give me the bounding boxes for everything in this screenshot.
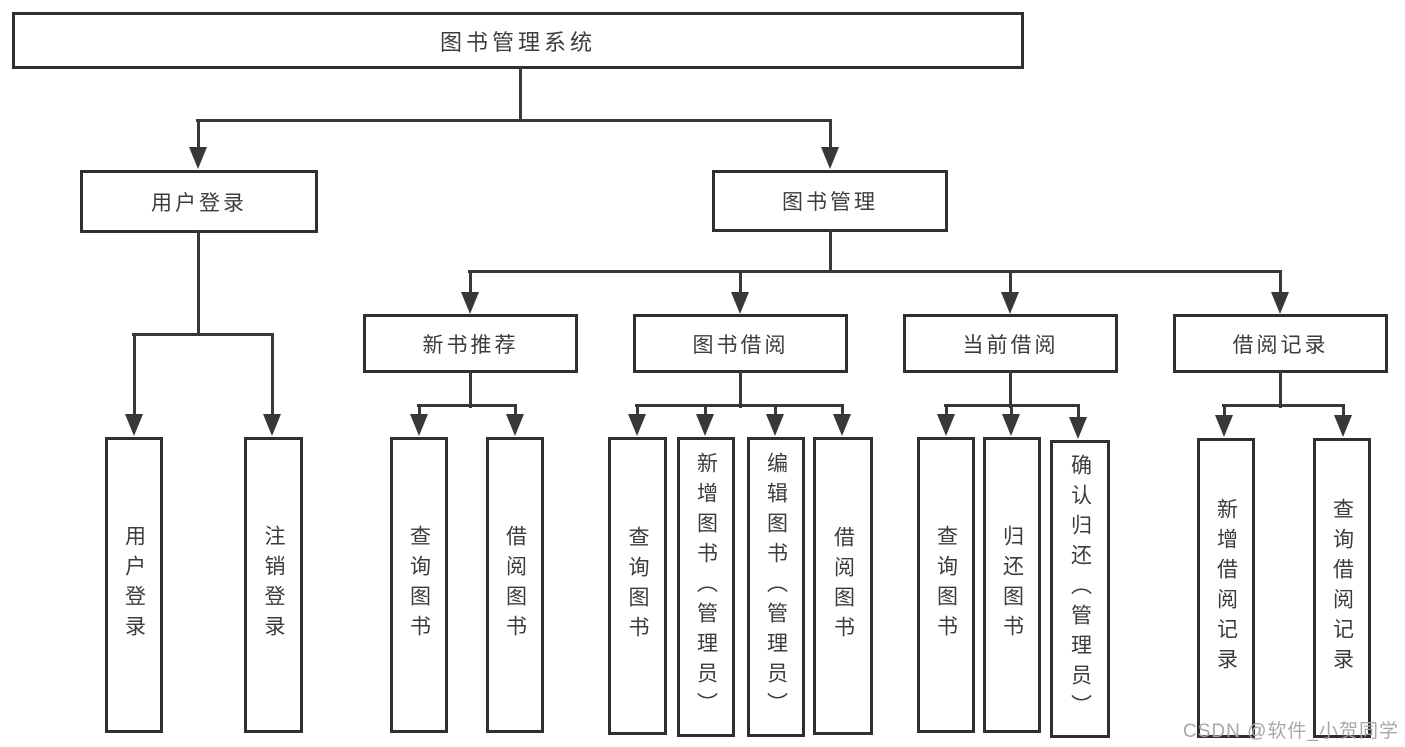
- arrow-down-icon: [696, 405, 714, 436]
- leaf-borrow-query-book: 查询图书: [608, 437, 667, 735]
- leaf-current-return-book-label: 归还图书: [1000, 525, 1024, 645]
- leaf-user-login: 用户登录: [105, 437, 163, 733]
- node-new-book-recommend: 新书推荐: [363, 314, 578, 373]
- connector-vline: [739, 371, 742, 408]
- arrow-down-icon: [1069, 405, 1087, 439]
- connector-vline: [829, 230, 832, 273]
- arrow-down-icon: [461, 271, 479, 314]
- arrow-down-icon: [766, 405, 784, 436]
- watermark: CSDN @软件_小贺同学: [1183, 721, 1399, 742]
- leaf-newbook-borrow-book: 借阅图书: [486, 437, 544, 733]
- connector-hline: [468, 270, 1282, 273]
- arrow-down-icon: [125, 334, 143, 436]
- node-borrow-record-label: 借阅记录: [1232, 333, 1329, 357]
- node-book-borrow: 图书借阅: [633, 314, 848, 373]
- leaf-newbook-query-book-label: 查询图书: [407, 525, 431, 645]
- arrow-down-icon: [410, 405, 428, 436]
- node-current-borrow: 当前借阅: [903, 314, 1118, 373]
- connector-vline: [469, 371, 472, 408]
- arrow-down-icon: [1334, 405, 1352, 437]
- arrow-down-icon: [821, 120, 839, 169]
- connector-vline: [519, 67, 522, 122]
- arrow-down-icon: [628, 405, 646, 436]
- connector-hline: [417, 404, 517, 407]
- leaf-current-confirm-return-label: 确认归还（管理员）: [1068, 454, 1092, 724]
- node-current-borrow-label: 当前借阅: [962, 333, 1059, 357]
- leaf-record-add: 新增借阅记录: [1197, 438, 1255, 738]
- arrow-down-icon: [833, 405, 851, 436]
- arrow-down-icon: [189, 120, 207, 169]
- arrow-down-icon: [937, 405, 955, 436]
- arrow-down-icon: [1002, 405, 1020, 436]
- leaf-user-login-label: 用户登录: [122, 525, 146, 645]
- node-book-borrow-label: 图书借阅: [692, 333, 789, 357]
- connector-hline: [1222, 404, 1345, 407]
- leaf-current-query-book: 查询图书: [917, 437, 975, 733]
- leaf-logout-label: 注销登录: [262, 525, 285, 645]
- arrow-down-icon: [1271, 271, 1289, 314]
- leaf-borrow-borrow-book: 借阅图书: [813, 437, 873, 735]
- connector-vline: [1279, 371, 1282, 408]
- connector-vline: [197, 231, 200, 336]
- node-new-book-recommend-label: 新书推荐: [422, 333, 519, 357]
- node-root: 图书管理系统: [12, 12, 1024, 69]
- leaf-current-return-book: 归还图书: [983, 437, 1041, 733]
- leaf-record-add-label: 新增借阅记录: [1214, 498, 1238, 678]
- arrow-down-icon: [1215, 405, 1233, 437]
- leaf-logout: 注销登录: [244, 437, 303, 733]
- leaf-borrow-add-book: 新增图书（管理员）: [677, 437, 735, 737]
- node-user-login: 用户登录: [80, 170, 318, 233]
- connector-hline: [196, 119, 832, 122]
- leaf-record-query-label: 查询借阅记录: [1330, 498, 1354, 678]
- leaf-borrow-add-book-label: 新增图书（管理员）: [694, 452, 718, 722]
- node-book-management-label: 图书管理: [782, 191, 878, 214]
- leaf-borrow-edit-book-label: 编辑图书（管理员）: [764, 452, 788, 722]
- leaf-borrow-edit-book: 编辑图书（管理员）: [747, 437, 805, 737]
- node-borrow-record: 借阅记录: [1173, 314, 1388, 373]
- arrow-down-icon: [506, 405, 524, 436]
- leaf-newbook-query-book: 查询图书: [390, 437, 448, 733]
- leaf-newbook-borrow-book-label: 借阅图书: [503, 525, 527, 645]
- connector-hline: [635, 404, 844, 407]
- arrow-down-icon: [731, 271, 749, 314]
- leaf-borrow-query-book-label: 查询图书: [626, 526, 649, 646]
- node-user-login-label: 用户登录: [151, 191, 247, 215]
- leaf-record-query: 查询借阅记录: [1313, 438, 1371, 738]
- node-book-management: 图书管理: [712, 170, 948, 232]
- arrow-down-icon: [263, 334, 281, 436]
- connector-vline: [1009, 371, 1012, 408]
- leaf-borrow-borrow-book-label: 借阅图书: [831, 526, 855, 646]
- leaf-current-query-book-label: 查询图书: [934, 525, 958, 645]
- leaf-current-confirm-return: 确认归还（管理员）: [1050, 440, 1110, 738]
- node-root-label: 图书管理系统: [439, 29, 596, 55]
- arrow-down-icon: [1001, 271, 1019, 314]
- connector-hline: [132, 333, 274, 336]
